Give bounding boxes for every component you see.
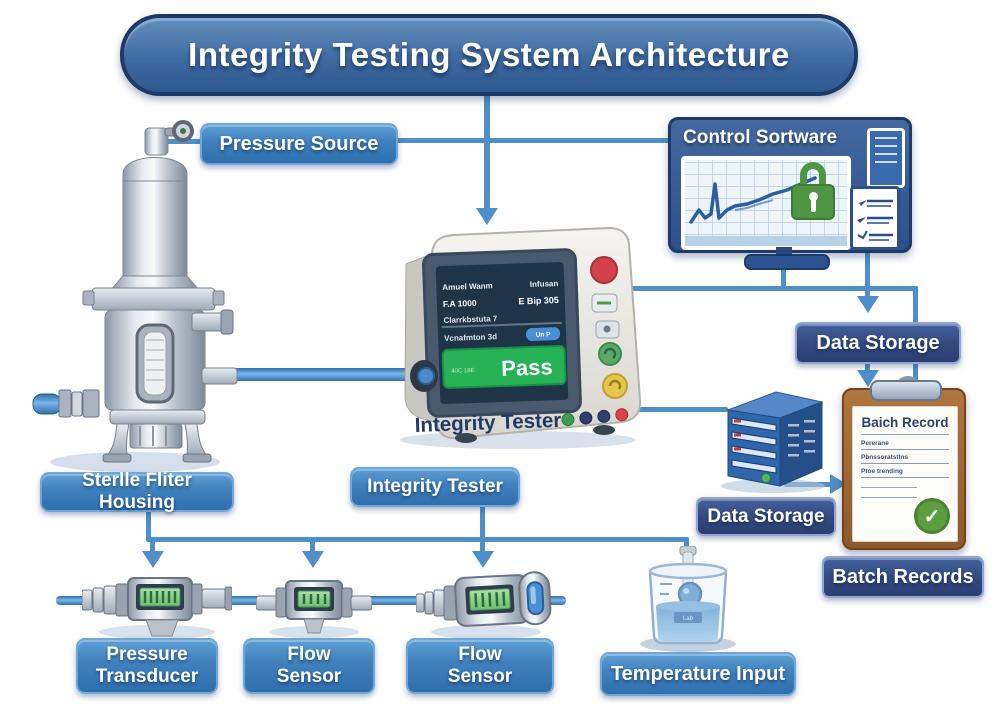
batch-records-label: Batch Records	[822, 556, 984, 598]
integrity-tester-label: Integrity Tester	[350, 467, 520, 507]
connector-housing-label-down	[146, 508, 151, 541]
sterile-filter-housing-illustration	[32, 120, 238, 472]
stem-to-flow-sensor-2	[480, 541, 485, 553]
control-software-title: Control Sortware	[683, 127, 838, 148]
tester-device-name: Integrity Tester	[414, 409, 561, 437]
side-vents	[788, 420, 815, 457]
flow-sensor-2-label: Flow Sensor	[406, 638, 554, 694]
trend-chart	[689, 176, 817, 224]
arrow-to-flow-sensor-1	[302, 551, 324, 568]
pipe-housing-to-tester	[226, 368, 428, 381]
data-storage-label-top: Data Storage	[795, 322, 961, 364]
stem-to-pressure-transducer	[150, 541, 155, 553]
stem-to-flow-sensor-1	[310, 541, 315, 553]
drive-bays	[731, 417, 777, 474]
monitor-taskbar	[685, 236, 847, 246]
connector-title-to-tester	[484, 88, 490, 210]
flow-sensor-1-illustration	[256, 580, 372, 638]
monitor-screen	[681, 156, 851, 250]
sight-glass-window	[135, 323, 175, 404]
connector-tester-to-storage	[630, 286, 918, 291]
clipboard-title: Baich Record	[861, 415, 949, 430]
document-icon	[867, 128, 905, 188]
connector-pressure-source-to-control	[392, 138, 670, 143]
power-button-red	[590, 256, 618, 284]
control-software-panel: Control Sortware	[668, 117, 912, 253]
pressure-transducer-sensor	[82, 577, 232, 639]
data-storage-label-server: Data Storage	[696, 497, 836, 536]
pass-indicator: 40C 18E Pass	[441, 344, 567, 389]
function-button-green	[598, 342, 622, 366]
monitor-stand-base	[744, 254, 830, 270]
check-icon: ✓	[914, 498, 950, 534]
monitor-stand	[776, 247, 792, 256]
screen-row3: Clarrkbstuta 7	[443, 314, 498, 325]
pass-text: Pass	[501, 354, 553, 381]
screen-row2-left: F.A 1000	[443, 298, 477, 309]
checklist-icon	[850, 186, 900, 250]
pressure-gauge-icon	[144, 120, 194, 156]
connector-tester-to-server	[628, 407, 728, 412]
clipboard-paper: Baich Record Pererane Pbnssoratstlns Pto…	[852, 406, 958, 542]
flow-sensor-2-illustration	[416, 571, 552, 639]
tester-screen: Amuel Wanm Infusan F.A 1000 E Bip 305 Cl…	[422, 248, 582, 418]
clipboard-row: Pbnssoratstlns	[861, 454, 949, 464]
server-led	[761, 473, 771, 483]
connector-storage-to-clipboard	[865, 360, 870, 372]
pressure-source-label: Pressure Source	[200, 123, 398, 165]
connector-distribution	[146, 537, 689, 542]
pass-note: 40C 18E	[451, 368, 475, 375]
clipboard-row: Pererane	[861, 440, 949, 450]
screen-row1-left: Amuel Wanm	[442, 281, 493, 292]
screen-row2-right: E Bip 305	[518, 295, 559, 306]
connector-control-down	[865, 246, 870, 298]
screen-row1-right: Infusan	[530, 279, 559, 289]
temperature-input-label: Temperature Input	[600, 652, 796, 696]
connector-tester-label-down	[480, 503, 485, 541]
batch-record-clipboard: Baich Record Pererane Pbnssoratstlns Pto…	[842, 376, 966, 552]
screen-row4: Vcnafmton 3d	[444, 332, 497, 343]
clipboard-clip-icon	[870, 380, 942, 401]
arrow-into-tester	[476, 208, 498, 225]
integrity-tester-device: Amuel Wanm Infusan F.A 1000 E Bip 305 Cl…	[400, 226, 642, 449]
arrow-into-data-storage	[857, 296, 879, 313]
temperature-probe-icon	[677, 546, 703, 607]
clipboard-row: Ptoe trending	[861, 468, 949, 478]
arrow-to-flow-sensor-2	[472, 551, 494, 568]
function-button-yellow	[602, 373, 628, 399]
temperature-beaker: Lab	[640, 546, 736, 652]
pressure-transducer-label: Pressure Transducer	[76, 638, 218, 694]
flow-sensor-1-label: Flow Sensor	[243, 638, 375, 694]
screen-row4-button: Un P	[536, 331, 552, 339]
arrow-to-pressure-transducer	[142, 551, 164, 568]
diagram-title: Integrity Testing System Architecture	[120, 14, 858, 96]
inlet-port	[32, 389, 100, 418]
data-storage-server	[721, 391, 825, 493]
beaker-tag: Lab	[683, 616, 694, 622]
status-leds	[561, 408, 629, 427]
connector-stand-drop	[781, 264, 786, 289]
lock-icon	[791, 162, 835, 222]
sterile-filter-housing-label: Sterlle Fliter Housing	[40, 470, 234, 513]
